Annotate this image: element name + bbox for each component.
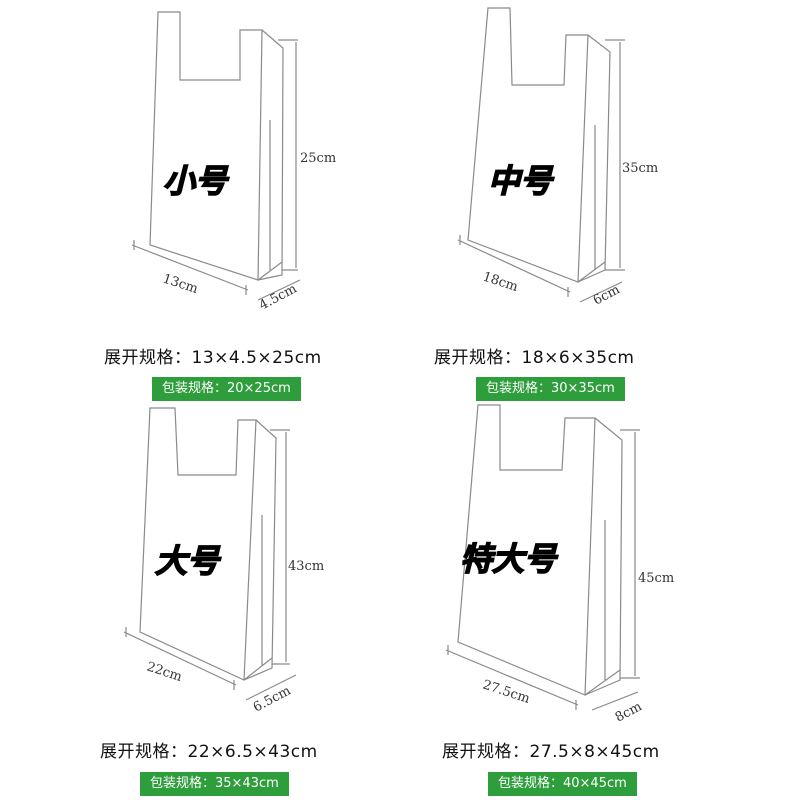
size-label: 中号 bbox=[488, 162, 555, 200]
bag-drawing-medium: 中号 35cm 18cm 6cm bbox=[457, 7, 658, 309]
width-dimension: 13cm bbox=[161, 272, 200, 297]
bag-panel-medium: 中号 35cm 18cm 6cm 展开规格：18×6×35cm 包装规格：30×… bbox=[400, 0, 800, 401]
bag-panel-small: 小号 25cm 13cm 4.5cm 展开规格：13×4.5×25cm 包装规格… bbox=[0, 0, 400, 401]
height-dimension: 35cm bbox=[622, 161, 658, 176]
size-label: 特大号 bbox=[460, 540, 559, 578]
bag-drawing-large: 大号 43cm 22cm 6.5cm bbox=[123, 407, 324, 716]
width-dimension: 22cm bbox=[145, 660, 184, 685]
bag-drawing-small: 小号 25cm 13cm 4.5cm bbox=[131, 11, 336, 314]
unfolded-spec: 展开规格：18×6×35cm bbox=[434, 348, 635, 368]
package-spec-badge: 包装规格：20×25cm bbox=[152, 377, 301, 401]
depth-dimension: 4.5cm bbox=[257, 281, 300, 313]
depth-dimension: 6cm bbox=[591, 282, 623, 308]
package-spec-badge: 包装规格：30×35cm bbox=[476, 377, 625, 401]
depth-dimension: 6.5cm bbox=[251, 683, 294, 715]
unfolded-spec: 展开规格：13×4.5×25cm bbox=[104, 348, 322, 368]
height-dimension: 25cm bbox=[300, 151, 336, 166]
bag-panel-large: 大号 43cm 22cm 6.5cm 展开规格：22×6.5×43cm 包装规格… bbox=[0, 400, 400, 800]
size-label: 大号 bbox=[155, 542, 222, 580]
package-spec-badge: 包装规格：40×45cm bbox=[488, 772, 637, 796]
unfolded-spec: 展开规格：22×6.5×43cm bbox=[100, 742, 318, 762]
depth-dimension: 8cm bbox=[613, 699, 645, 725]
bag-panel-extra-large: 特大号 45cm 27.5cm 8cm 展开规格：27.5×8×45cm 包装规… bbox=[400, 400, 800, 800]
height-dimension: 43cm bbox=[288, 559, 324, 574]
package-spec-badge: 包装规格：35×43cm bbox=[140, 772, 289, 796]
unfolded-spec: 展开规格：27.5×8×45cm bbox=[442, 742, 660, 762]
size-label: 小号 bbox=[163, 162, 230, 200]
width-dimension: 18cm bbox=[481, 270, 520, 295]
bag-drawing-extra-large: 特大号 45cm 27.5cm 8cm bbox=[445, 404, 674, 726]
height-dimension: 45cm bbox=[638, 571, 674, 586]
